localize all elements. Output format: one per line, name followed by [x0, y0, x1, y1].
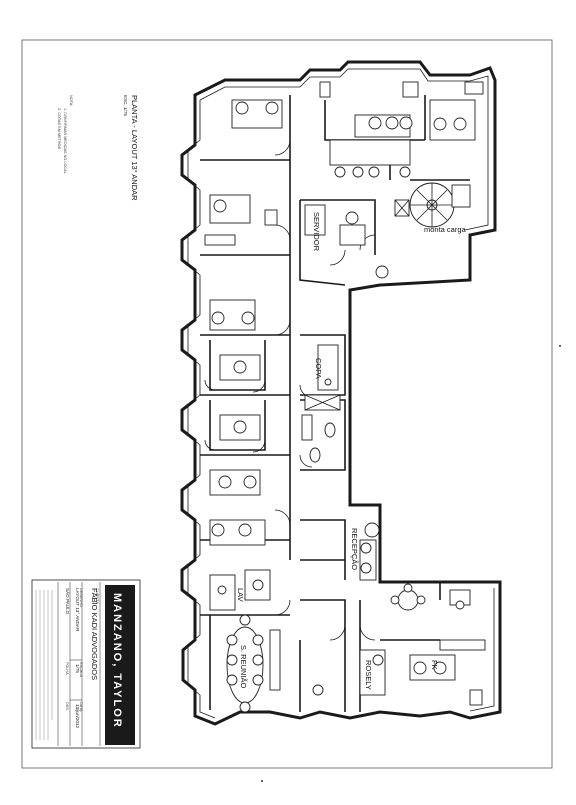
brand-bar	[105, 585, 135, 745]
pantry-and-wc	[301, 344, 341, 463]
bottom-right-offices	[312, 583, 486, 706]
page-mark	[559, 345, 561, 347]
reception-furniture	[359, 522, 380, 581]
drawing-title: PLANTA - LAYOUT 13° ANDAR ESC. 1/75 NOTA…	[57, 95, 139, 201]
date-value: 13/jun/2012	[75, 704, 80, 728]
top-office-furniture	[231, 81, 484, 178]
meeting-room-table	[226, 614, 281, 713]
client-name: FÁBIO KADI ADVOGADOS	[90, 588, 99, 680]
note-1: 1. CONFIRMAR MEDIDAS NO LOCAL	[63, 108, 67, 174]
room-label-fk: FK	[430, 660, 439, 670]
drawing-title-text: PLANTA - LAYOUT 13° ANDAR	[130, 95, 139, 201]
city-name: SÃO PAULO	[65, 588, 71, 615]
room-label-lav: LAV	[236, 588, 245, 602]
drawing-scale-text: ESC. 1/75	[123, 95, 128, 116]
checked-label: DES.	[65, 702, 69, 711]
room-label-recepcao: RECEPÇÃO	[350, 528, 359, 570]
room-label-reuniao: S. REUNIÃO	[239, 645, 248, 689]
fine-print	[35, 590, 53, 740]
building-outline	[180, 60, 502, 726]
sheet-border	[21, 39, 553, 769]
drawing-name: LAYOUT 13° ANDAR	[75, 588, 80, 632]
brand-name: MANZANO, TAYLOR	[111, 593, 123, 729]
left-offices-furniture	[204, 194, 278, 546]
lav-room	[209, 569, 271, 611]
restroom-fixture	[451, 184, 471, 208]
spiral-staircase-icon	[409, 182, 455, 228]
drawing-label: DESENHO	[79, 588, 83, 607]
room-label-copa: COPA	[314, 358, 323, 379]
server-room	[304, 204, 389, 279]
room-label-servidor: SERVIDOR	[312, 212, 321, 252]
note-2: 2. COTAS EM METROS	[57, 108, 61, 150]
page-mark	[261, 780, 263, 782]
sheet-label: FOLHA	[65, 662, 69, 675]
scale-value: 1/75	[75, 664, 80, 673]
date-label: DATA	[79, 702, 83, 712]
notes-heading: NOTA:	[69, 95, 73, 106]
interior-walls	[200, 95, 470, 712]
client-label: CLIENTE	[95, 588, 99, 605]
room-label-rosely: ROSELY	[364, 660, 373, 690]
door-swings	[204, 139, 376, 641]
scale-label: ESCALA	[79, 662, 83, 677]
title-block: MANZANO, TAYLOR CLIENTE FÁBIO KADI ADVOG…	[31, 579, 141, 749]
room-label-monta-carga: monta carga	[424, 225, 467, 234]
